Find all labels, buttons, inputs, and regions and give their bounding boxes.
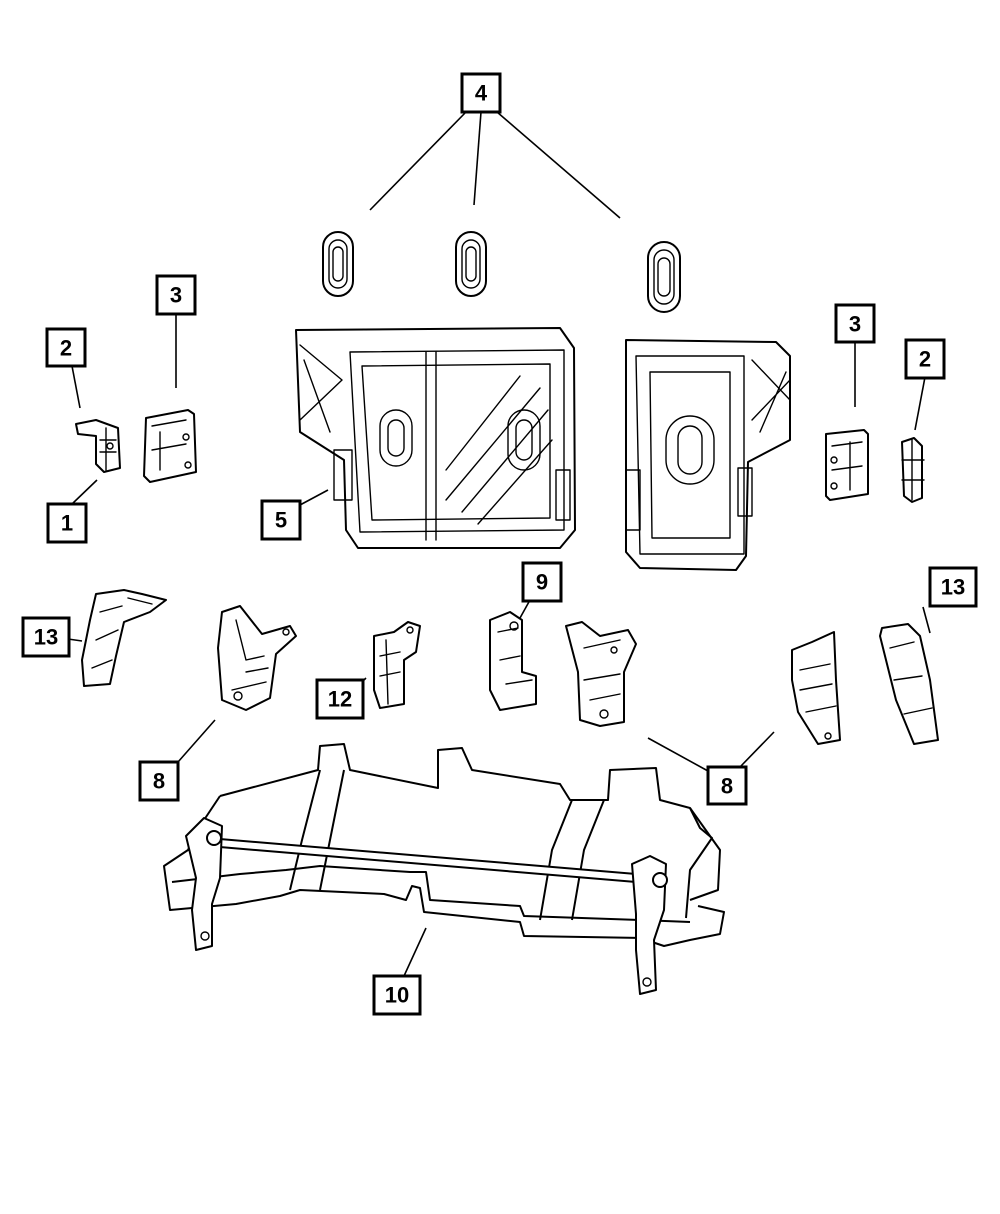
pivot-bracket-9 (489, 611, 537, 711)
hinge-bracket-right (791, 631, 841, 745)
grommet-left (322, 231, 354, 297)
seat-back-frame-left (295, 327, 576, 549)
latch-right (901, 437, 925, 503)
callout-3-right: 3 (834, 303, 876, 344)
callout-13-left: 13 (21, 616, 71, 658)
svg-text:2: 2 (60, 336, 72, 361)
hinge-bracket-center (565, 621, 637, 727)
grommet-center (455, 231, 487, 297)
hinge-bracket-left (217, 605, 297, 711)
svg-text:13: 13 (941, 575, 965, 600)
svg-text:8: 8 (721, 774, 733, 799)
svg-text:3: 3 (849, 312, 861, 337)
callout-13-right: 13 (928, 566, 978, 608)
callout-8-right: 8 (706, 765, 748, 806)
side-trim-right (879, 623, 939, 745)
svg-text:1: 1 (61, 511, 73, 536)
side-trim-left (81, 589, 167, 687)
callout-8-left: 8 (138, 760, 180, 802)
grommet-right (647, 241, 681, 313)
callout-2-left: 2 (45, 327, 87, 368)
svg-text:3: 3 (170, 283, 182, 308)
svg-text:5: 5 (275, 508, 287, 533)
svg-text:13: 13 (34, 625, 58, 650)
svg-text:10: 10 (385, 983, 409, 1008)
bracket-cover-left (143, 409, 197, 483)
bracket-cover-right (825, 429, 869, 501)
callout-4: 4 (460, 72, 502, 114)
seat-cushion-frame-10 (163, 743, 725, 995)
callout-9: 9 (521, 561, 563, 603)
svg-text:12: 12 (328, 687, 352, 712)
callout-1: 1 (46, 502, 88, 544)
svg-text:2: 2 (919, 347, 931, 372)
callout-5: 5 (260, 499, 302, 541)
svg-text:4: 4 (475, 81, 488, 106)
bracket-12 (373, 621, 421, 709)
svg-text:9: 9 (536, 570, 548, 595)
seat-back-frame-right (625, 339, 791, 571)
callout-3-left: 3 (155, 274, 197, 316)
callout-12: 12 (315, 678, 365, 720)
callout-10: 10 (372, 974, 422, 1016)
svg-text:8: 8 (153, 769, 165, 794)
latch-left (75, 419, 121, 473)
callout-2-right: 2 (904, 338, 946, 380)
